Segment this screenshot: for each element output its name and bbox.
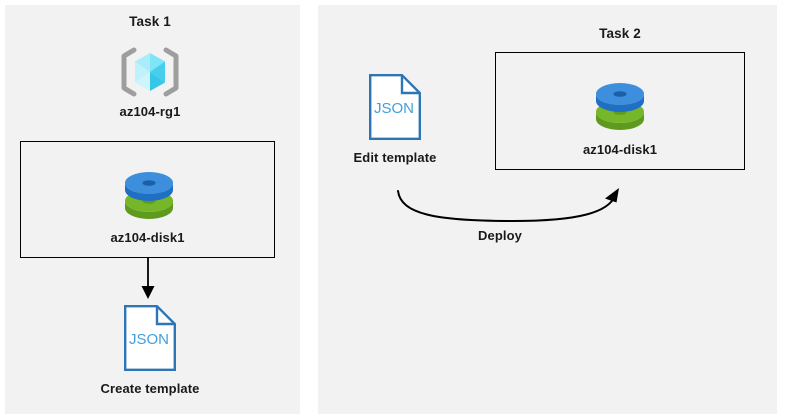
json-document-icon: JSON (369, 74, 421, 140)
json-file-type-text: JSON (374, 100, 414, 117)
json-file-type-text: JSON (129, 331, 169, 348)
resource-group-icon (117, 44, 183, 100)
curved-arrow-icon (395, 188, 630, 230)
task-2-title: Task 2 (599, 26, 641, 41)
task-1-title: Task 1 (129, 14, 171, 29)
deploy-label: Deploy (478, 228, 522, 243)
arrow-down-icon (133, 258, 163, 303)
managed-disk-icon (593, 78, 647, 134)
resource-group-label: az104-rg1 (119, 104, 181, 119)
task-1-disk-label: az104-disk1 (110, 230, 185, 245)
edit-template-label: Edit template (353, 150, 437, 165)
task-2-disk-label: az104-disk1 (582, 142, 658, 157)
json-document-icon: JSON (124, 305, 176, 371)
create-template-label: Create template (100, 381, 200, 396)
managed-disk-icon (122, 167, 176, 223)
